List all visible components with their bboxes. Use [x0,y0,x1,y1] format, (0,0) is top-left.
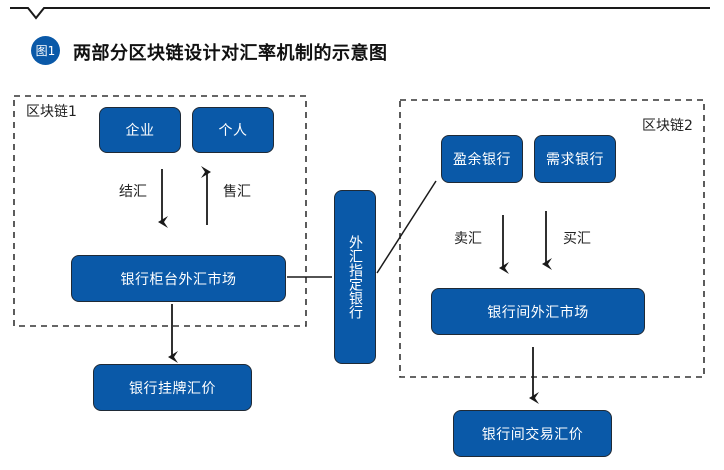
figure-badge: 图1 [31,36,60,65]
blockchain2-label: 区块链2 [642,118,693,134]
settle-label: 结汇 [119,184,147,200]
interbank-market-node: 银行间外汇市场 [431,288,645,335]
individual-node: 个人 [192,107,274,153]
demand-bank-node: 需求银行 [534,135,616,183]
bank-listed-rate-node: 银行挂牌汇价 [93,364,252,411]
enterprise-node: 企业 [99,107,181,153]
sell-label: 售汇 [223,184,251,200]
interbank-rate-node: 银行间交易汇价 [453,410,612,457]
designated-bank-node: 外汇指定银行 [334,190,376,364]
counter-market-node: 银行柜台外汇市场 [71,255,286,302]
surplus-bank-node: 盈余银行 [441,135,523,183]
figure-badge-label: 图1 [35,44,56,58]
header-rule [10,7,710,20]
designated-to-surplus-connector [376,180,437,274]
sell-fx-label: 卖汇 [454,231,482,247]
blockchain1-label: 区块链1 [26,104,77,120]
blockchain1-container [13,95,307,327]
figure-title: 两部分区块链设计对汇率机制的示意图 [73,43,388,64]
buy-fx-label: 买汇 [563,231,591,247]
